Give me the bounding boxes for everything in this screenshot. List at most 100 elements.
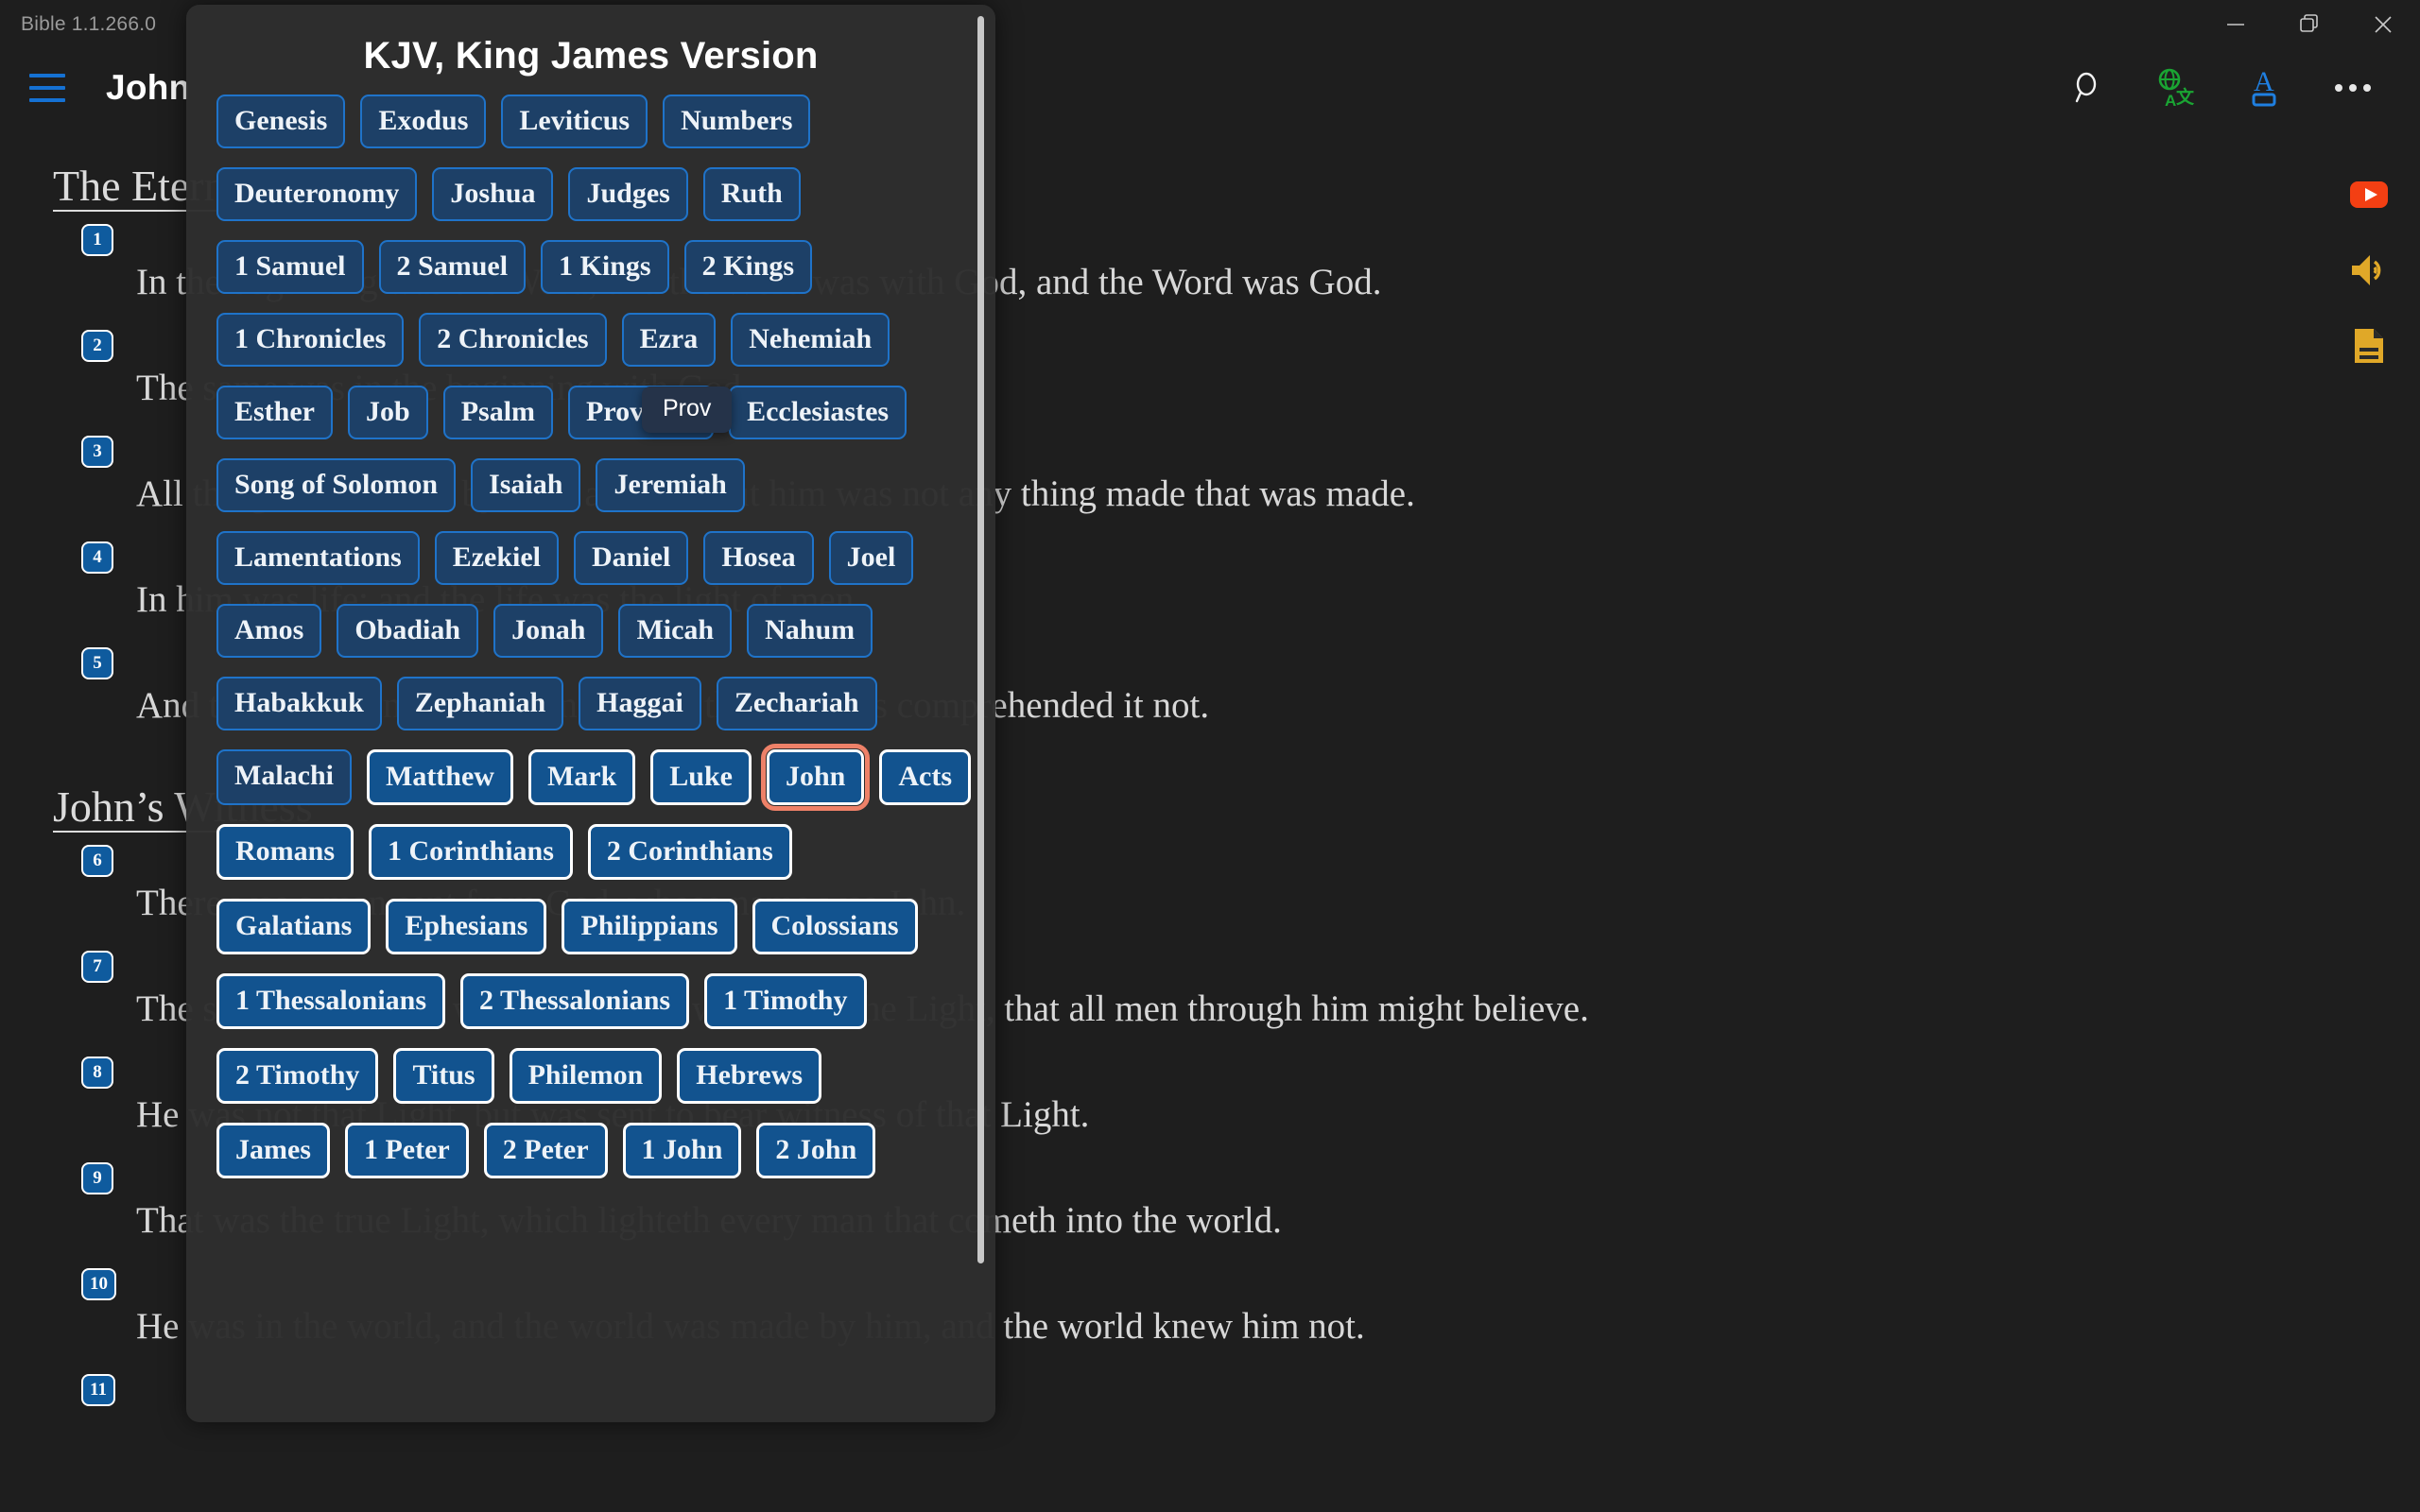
dialog-scrollbar[interactable] xyxy=(977,16,984,1263)
book-button-joel[interactable]: Joel xyxy=(828,531,914,585)
verse-number[interactable]: 6 xyxy=(81,845,113,877)
book-button-1-john[interactable]: 1 John xyxy=(622,1123,742,1178)
book-button-daniel[interactable]: Daniel xyxy=(574,531,689,585)
hamburger-icon[interactable] xyxy=(23,63,72,112)
search-icon[interactable] xyxy=(2063,64,2110,112)
book-button-1-peter[interactable]: 1 Peter xyxy=(344,1123,469,1178)
font-size-icon[interactable]: A xyxy=(2240,64,2288,112)
minimize-button[interactable] xyxy=(2199,0,2273,49)
book-button-zechariah[interactable]: Zechariah xyxy=(716,677,877,730)
book-button-ecclesiastes[interactable]: Ecclesiastes xyxy=(729,386,908,439)
verse-number[interactable]: 2 xyxy=(81,330,113,362)
book-button-numbers[interactable]: Numbers xyxy=(663,94,811,148)
book-button-lamentations[interactable]: Lamentations xyxy=(216,531,420,585)
book-button-2-thessalonians[interactable]: 2 Thessalonians xyxy=(460,973,690,1029)
window-controls xyxy=(2199,0,2420,49)
verse-number[interactable]: 11 xyxy=(81,1374,115,1406)
verse-row[interactable]: 11 xyxy=(45,1374,2325,1480)
verse-number[interactable]: 5 xyxy=(81,647,113,679)
restore-button[interactable] xyxy=(2273,0,2346,49)
book-button-nahum[interactable]: Nahum xyxy=(747,604,873,658)
side-rail xyxy=(2341,172,2397,369)
translate-globe-icon[interactable]: A 文 xyxy=(2152,64,2199,112)
book-button-nehemiah[interactable]: Nehemiah xyxy=(731,313,890,367)
book-button-2-timothy[interactable]: 2 Timothy xyxy=(216,1048,379,1104)
book-button-habakkuk[interactable]: Habakkuk xyxy=(216,677,382,730)
book-button-ruth[interactable]: Ruth xyxy=(702,167,801,221)
close-button[interactable] xyxy=(2346,0,2420,49)
book-button-john[interactable]: John xyxy=(760,744,871,811)
book-button-obadiah[interactable]: Obadiah xyxy=(337,604,479,658)
book-button-titus[interactable]: Titus xyxy=(393,1048,494,1104)
book-button-luke[interactable]: Luke xyxy=(650,749,752,805)
verse-number[interactable]: 3 xyxy=(81,436,113,468)
verse-number[interactable]: 10 xyxy=(81,1268,116,1300)
book-button-1-corinthians[interactable]: 1 Corinthians xyxy=(369,824,573,880)
svg-text:文: 文 xyxy=(2176,86,2195,108)
book-button-philippians[interactable]: Philippians xyxy=(562,899,737,954)
app-version-label: Bible 1.1.266.0 xyxy=(21,13,157,35)
book-row: Amos Obadiah Jonah Micah Nahum xyxy=(216,604,975,658)
book-button-galatians[interactable]: Galatians xyxy=(216,899,372,954)
verse-number[interactable]: 1 xyxy=(81,224,113,256)
book-row: James 1 Peter 2 Peter 1 John 2 John xyxy=(216,1123,975,1178)
book-button-1-timothy[interactable]: 1 Timothy xyxy=(704,973,867,1029)
svg-text:A: A xyxy=(2254,66,2274,97)
book-button-acts[interactable]: Acts xyxy=(879,749,972,805)
book-button-colossians[interactable]: Colossians xyxy=(752,899,918,954)
book-button-philemon[interactable]: Philemon xyxy=(509,1048,663,1104)
book-button-romans[interactable]: Romans xyxy=(216,824,354,880)
book-button-2-chronicles[interactable]: 2 Chronicles xyxy=(419,313,607,367)
book-button-hosea[interactable]: Hosea xyxy=(703,531,814,585)
book-button-1-chronicles[interactable]: 1 Chronicles xyxy=(216,313,405,367)
book-button-judges[interactable]: Judges xyxy=(568,167,688,221)
more-dots-icon[interactable] xyxy=(2329,64,2377,112)
book-row: EstherJobPsalmProverbsEcclesiastes xyxy=(216,386,975,439)
book-button-psalm[interactable]: Psalm xyxy=(442,386,554,439)
book-row: Lamentations Ezekiel Daniel Hosea Joel xyxy=(216,531,975,585)
verse-number[interactable]: 8 xyxy=(81,1057,113,1089)
book-button-ezra[interactable]: Ezra xyxy=(621,313,717,367)
book-button-leviticus[interactable]: Leviticus xyxy=(501,94,648,148)
book-button-2-kings[interactable]: 2 Kings xyxy=(683,240,813,294)
book-button-exodus[interactable]: Exodus xyxy=(360,94,487,148)
book-button-2-peter[interactable]: 2 Peter xyxy=(483,1123,608,1178)
book-row: 1 Samuel 2 Samuel 1 Kings 2 Kings xyxy=(216,240,975,294)
book-button-hebrews[interactable]: Hebrews xyxy=(677,1048,822,1104)
book-button-micah[interactable]: Micah xyxy=(618,604,733,658)
verse-number[interactable]: 9 xyxy=(81,1162,113,1194)
book-button-1-samuel[interactable]: 1 Samuel xyxy=(216,240,364,294)
book-button-job[interactable]: Job xyxy=(348,386,428,439)
book-button-song-of-solomon[interactable]: Song of Solomon xyxy=(216,458,457,512)
book-button-1-kings[interactable]: 1 Kings xyxy=(541,240,669,294)
book-button-ephesians[interactable]: Ephesians xyxy=(386,899,547,954)
book-button-matthew[interactable]: Matthew xyxy=(367,749,513,805)
speaker-volume-icon[interactable] xyxy=(2344,248,2394,293)
book-button-2-john[interactable]: 2 John xyxy=(756,1123,876,1178)
book-button-jeremiah[interactable]: Jeremiah xyxy=(596,458,745,512)
book-button-1-thessalonians[interactable]: 1 Thessalonians xyxy=(216,973,446,1029)
book-button-amos[interactable]: Amos xyxy=(216,604,322,658)
book-button-malachi[interactable]: Malachi xyxy=(216,749,352,805)
verse-number[interactable]: 4 xyxy=(81,541,113,574)
book-row: Habakkuk Zephaniah Haggai Zechariah xyxy=(216,677,975,730)
book-button-deuteronomy[interactable]: Deuteronomy xyxy=(216,167,418,221)
book-button-genesis[interactable]: Genesis xyxy=(216,94,346,148)
book-button-esther[interactable]: Esther xyxy=(216,386,333,439)
book-button-2-corinthians[interactable]: 2 Corinthians xyxy=(587,824,792,880)
book-button-haggai[interactable]: Haggai xyxy=(579,677,701,730)
verse-number[interactable]: 7 xyxy=(81,951,113,983)
book-button-james[interactable]: James xyxy=(216,1123,330,1178)
book-button-zephaniah[interactable]: Zephaniah xyxy=(396,677,564,730)
book-row: Genesis Exodus Leviticus Numbers xyxy=(216,94,975,148)
book-button-mark[interactable]: Mark xyxy=(527,749,636,805)
book-button-2-samuel[interactable]: 2 Samuel xyxy=(378,240,527,294)
book-button-joshua[interactable]: Joshua xyxy=(432,167,554,221)
book-button-isaiah[interactable]: Isaiah xyxy=(471,458,581,512)
document-lines-icon[interactable] xyxy=(2344,323,2394,369)
youtube-play-icon[interactable] xyxy=(2344,172,2394,217)
book-button-jonah[interactable]: Jonah xyxy=(493,604,604,658)
book-button-ezekiel[interactable]: Ezekiel xyxy=(434,531,559,585)
